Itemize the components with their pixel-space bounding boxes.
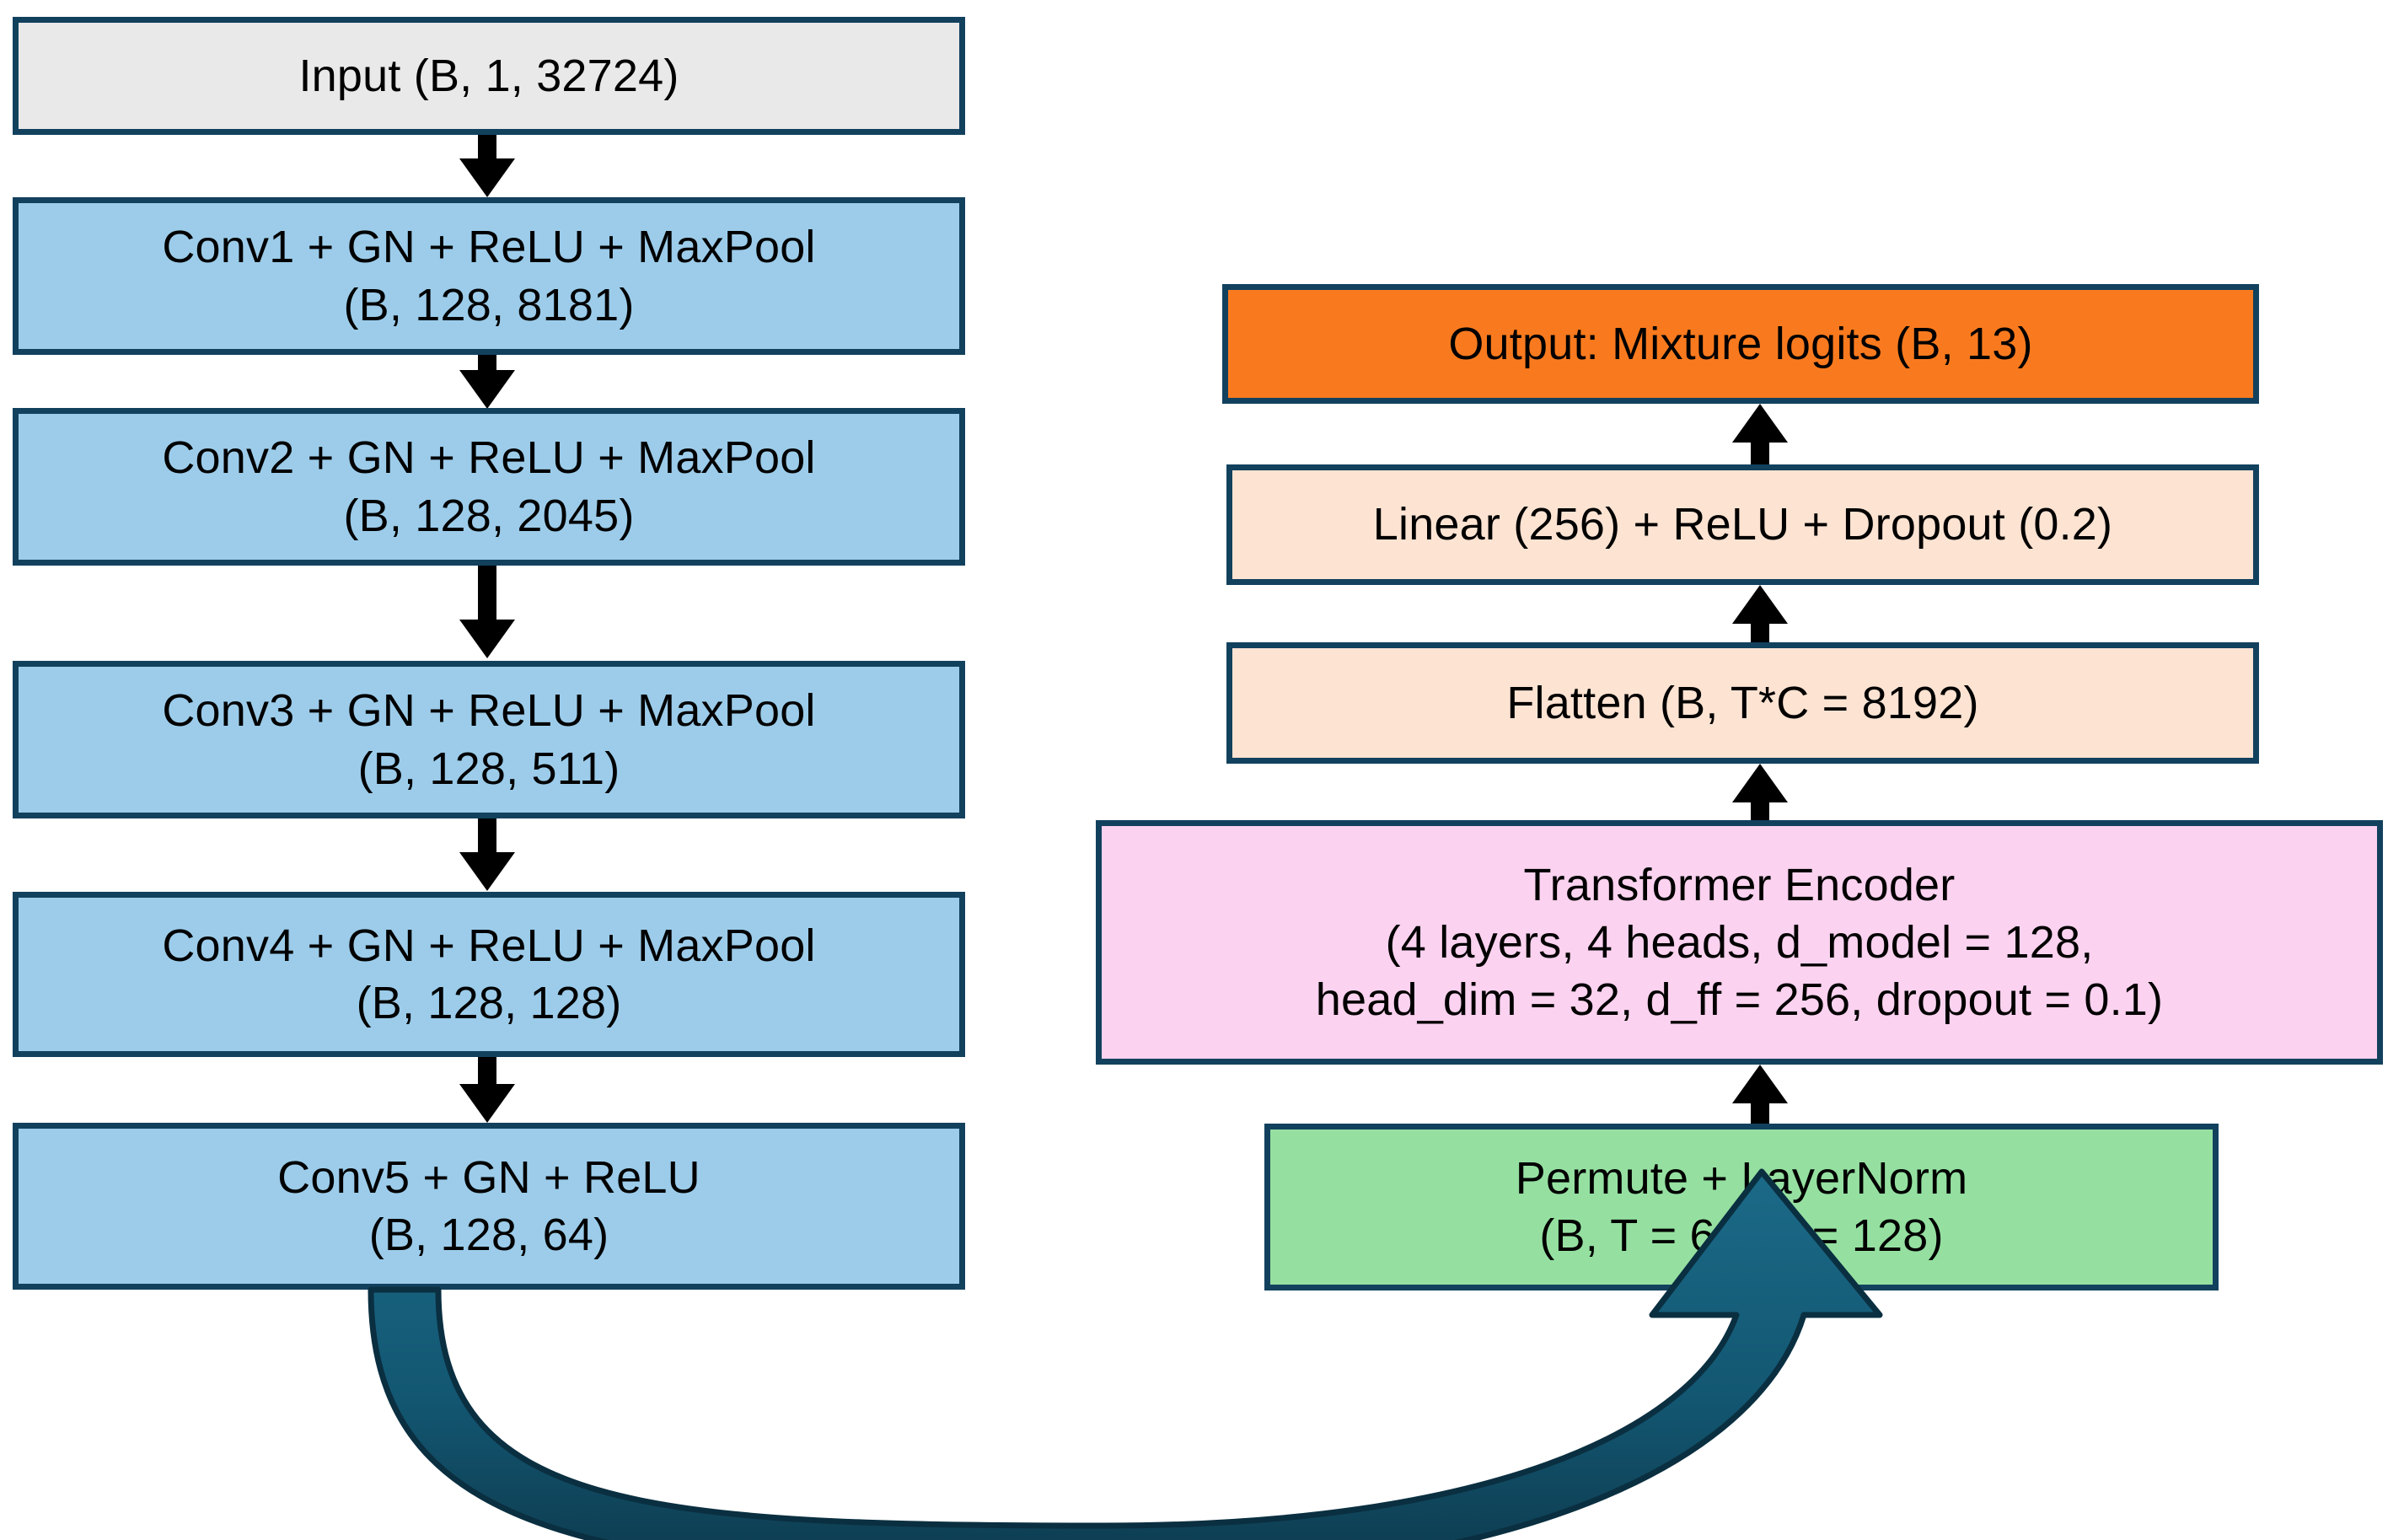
node-conv5-line-2: (B, 128, 64) (368, 1210, 609, 1260)
node-flatten-line-1: Flatten (B, T*C = 8192) (1506, 677, 1979, 728)
node-conv1-line-2: (B, 128, 8181) (343, 279, 635, 330)
node-linear-line-1: Linear (256) + ReLU + Dropout (0.2) (1372, 499, 2113, 550)
node-flatten: Flatten (B, T*C = 8192) (1226, 642, 2259, 764)
node-transformer-line-2: (4 layers, 4 heads, d_model = 128, (1385, 916, 2094, 968)
node-conv1-line-1: Conv1 + GN + ReLU + MaxPool (162, 222, 816, 273)
node-conv4-line-1: Conv4 + GN + ReLU + MaxPool (162, 920, 816, 971)
node-transformer-encoder: Transformer Encoder (4 layers, 4 heads, … (1096, 820, 2383, 1065)
node-conv3: Conv3 + GN + ReLU + MaxPool (B, 128, 511… (13, 661, 965, 818)
node-linear: Linear (256) + ReLU + Dropout (0.2) (1226, 464, 2259, 585)
node-conv2: Conv2 + GN + ReLU + MaxPool (B, 128, 204… (13, 408, 965, 566)
node-conv2-line-1: Conv2 + GN + ReLU + MaxPool (162, 432, 816, 484)
node-permute-line-2: (B, T = 64, C = 128) (1539, 1210, 1944, 1261)
node-transformer-line-1: Transformer Encoder (1523, 859, 1956, 910)
node-conv3-line-2: (B, 128, 511) (357, 743, 620, 794)
node-transformer-line-3: head_dim = 32, d_ff = 256, dropout = 0.1… (1315, 974, 2164, 1026)
node-input: Input (B, 1, 32724) (13, 17, 965, 135)
node-permute-line-1: Permute + LayerNorm (1515, 1152, 1968, 1204)
node-conv2-line-2: (B, 128, 2045) (343, 490, 635, 541)
node-output-line-1: Output: Mixture logits (B, 13) (1448, 318, 2033, 369)
node-conv3-line-1: Conv3 + GN + ReLU + MaxPool (162, 685, 816, 737)
node-conv5: Conv5 + GN + ReLU (B, 128, 64) (13, 1123, 965, 1290)
node-conv4: Conv4 + GN + ReLU + MaxPool (B, 128, 128… (13, 892, 965, 1057)
node-conv5-line-1: Conv5 + GN + ReLU (277, 1151, 700, 1203)
node-conv4-line-2: (B, 128, 128) (356, 978, 622, 1028)
node-permute-layernorm: Permute + LayerNorm (B, T = 64, C = 128) (1264, 1124, 2219, 1290)
node-output: Output: Mixture logits (B, 13) (1222, 284, 2259, 404)
node-conv1: Conv1 + GN + ReLU + MaxPool (B, 128, 818… (13, 197, 965, 355)
node-input-line-1: Input (B, 1, 32724) (298, 50, 679, 101)
